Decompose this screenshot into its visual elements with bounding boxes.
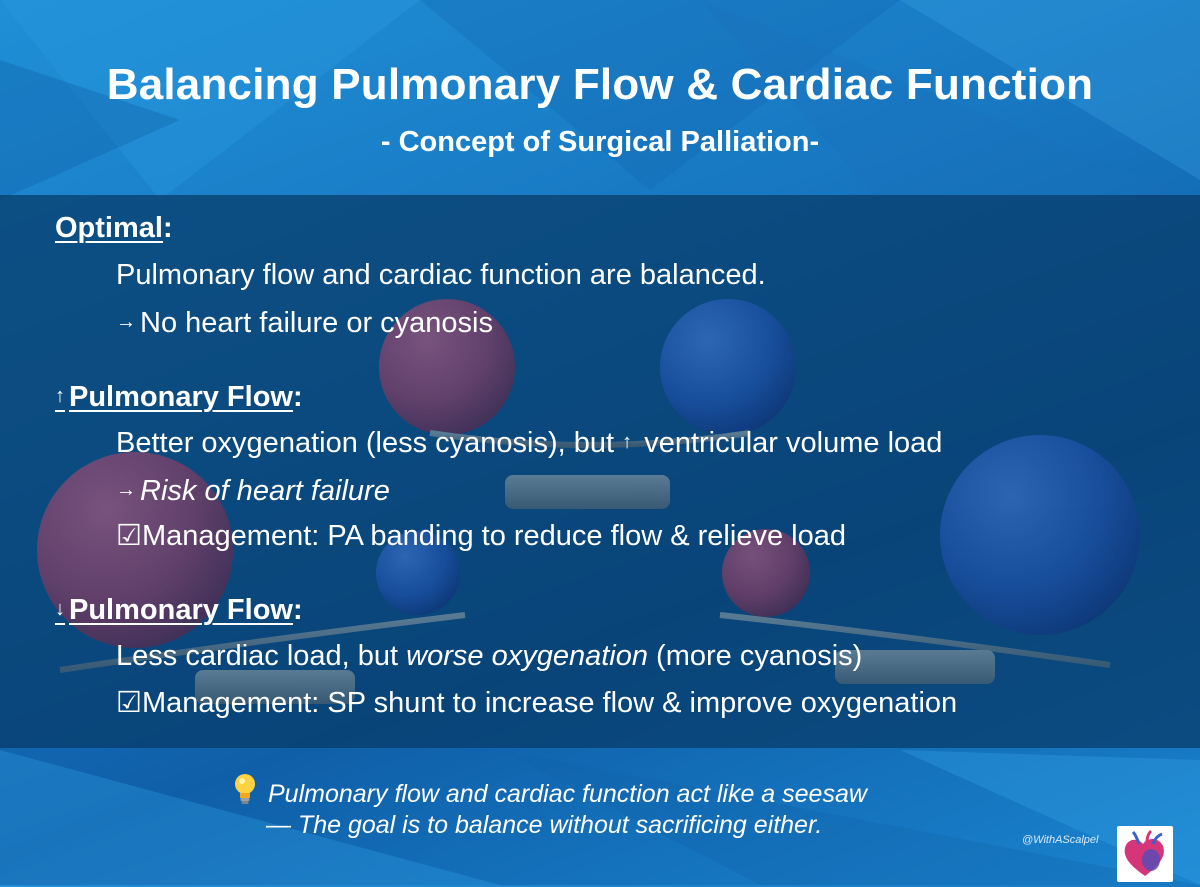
seesaw-beam-icon — [59, 612, 466, 673]
seesaw-base-icon — [195, 670, 355, 704]
increased-flow-management: ☑Management: PA banding to reduce flow &… — [116, 520, 846, 552]
seesaw-illustration — [37, 299, 1140, 704]
section-heading-optimal: Optimal: — [55, 212, 173, 244]
red-ball-icon — [379, 299, 515, 435]
heart-icon — [1124, 829, 1164, 876]
optimal-description: Pulmonary flow and cardiac function are … — [116, 259, 766, 291]
arrow-down-icon: ↓ — [55, 598, 65, 620]
blue-ball-icon — [376, 531, 460, 615]
header: Balancing Pulmonary Flow & Cardiac Funct… — [0, 0, 1200, 195]
blue-ball-icon — [940, 435, 1140, 635]
arrow-right-icon: → — [116, 311, 136, 333]
seesaw-beam-icon — [429, 430, 751, 448]
page-title: Balancing Pulmonary Flow & Cardiac Funct… — [106, 60, 1094, 109]
arrow-up-icon: ↑ — [622, 431, 633, 453]
lightbulb-icon — [235, 774, 255, 804]
section-heading-decreased-flow: ↓Pulmonary Flow: — [55, 594, 303, 626]
increased-flow-risk: →Risk of heart failure — [116, 475, 390, 507]
tip-line-1: Pulmonary flow and cardiac function act … — [232, 772, 867, 809]
seesaw-beam-icon — [719, 612, 1111, 668]
tip-line-2: — The goal is to balance without sacrifi… — [266, 811, 823, 839]
logo — [1117, 826, 1173, 882]
seesaw-base-icon — [505, 475, 670, 509]
footer: Pulmonary flow and cardiac function act … — [0, 748, 1200, 885]
blue-ball-icon — [660, 299, 796, 435]
content-panel — [0, 195, 1200, 748]
seesaw-base-icon — [835, 650, 995, 684]
red-ball-icon — [722, 529, 810, 617]
arrow-up-icon: ↑ — [55, 385, 65, 407]
decreased-flow-management: ☑Management: SP shunt to increase flow &… — [116, 687, 958, 719]
red-ball-icon — [37, 452, 233, 648]
optimal-result: →No heart failure or cyanosis — [116, 307, 493, 339]
decreased-flow-description: Less cardiac load, but worse oxygenation… — [116, 640, 863, 672]
section-heading-increased-flow: ↑Pulmonary Flow: — [55, 381, 303, 413]
increased-flow-description: Better oxygenation (less cyanosis), but … — [116, 427, 943, 459]
author-handle: @WithAScalpel — [1022, 834, 1099, 846]
page-subtitle: - Concept of Surgical Palliation- — [380, 126, 820, 158]
arrow-right-icon: → — [116, 479, 136, 501]
content: Optimal: Pulmonary flow and cardiac func… — [0, 195, 1200, 748]
